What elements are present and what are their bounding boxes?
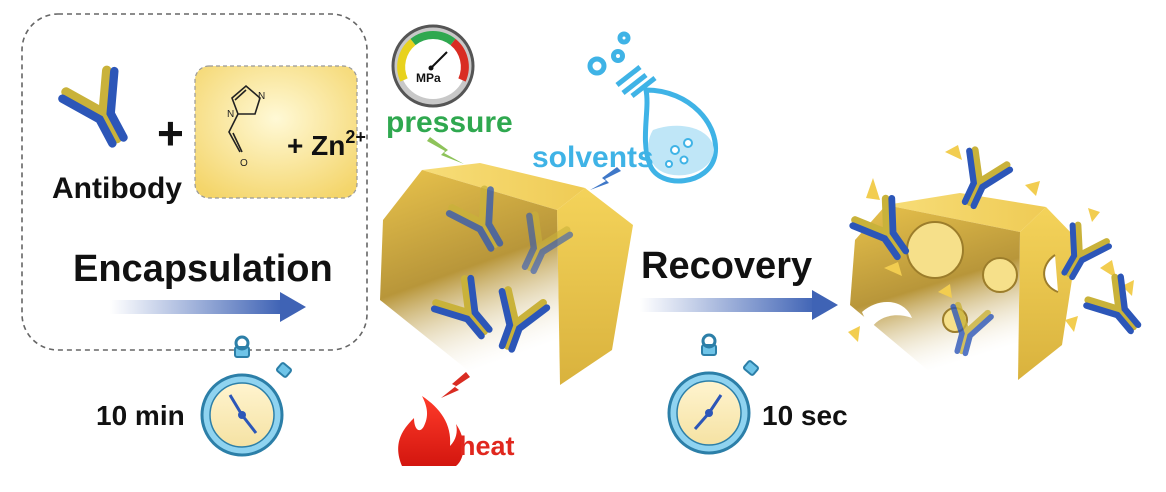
recovery-time-label: 10 sec xyxy=(762,400,848,431)
stopwatch-encapsulation-icon xyxy=(200,335,292,457)
encapsulation-label: Encapsulation xyxy=(73,248,333,290)
pressure-lightning-icon xyxy=(427,137,464,164)
stopwatch-recovery-icon xyxy=(667,333,759,455)
flask-bubbles xyxy=(665,138,693,168)
zinc-charge: 2+ xyxy=(345,127,366,147)
crystal-fragments xyxy=(848,145,1134,342)
zinc-ion-label: + Zn2+ xyxy=(287,128,366,161)
mpa-label: MPa xyxy=(416,71,441,85)
solvent-lightning-icon xyxy=(590,167,621,190)
released-antibody-4 xyxy=(1084,274,1151,342)
solvents-label: solvents xyxy=(532,141,654,174)
heat-flame-icon xyxy=(398,396,464,466)
recovery-label: Recovery xyxy=(641,245,813,287)
atom-n1: N xyxy=(227,109,234,120)
heat-lightning-icon xyxy=(441,372,470,398)
encapsulation-time-label: 10 min xyxy=(96,400,185,431)
flask-liquid xyxy=(648,125,714,176)
encapsulation-panel xyxy=(21,13,368,351)
atom-n2: N xyxy=(258,91,265,102)
encapsulation-arrow xyxy=(110,292,306,322)
plus-sign: + xyxy=(157,107,184,159)
recovery-arrow xyxy=(640,290,838,320)
atom-o: O xyxy=(240,158,248,169)
antibody-label: Antibody xyxy=(52,172,182,205)
zinc-prefix: + Zn xyxy=(287,130,346,161)
mof-crystal-center xyxy=(380,163,633,385)
heat-label: heat xyxy=(459,431,515,461)
imidazole-aldehyde-structure xyxy=(228,84,261,153)
antibody-icon xyxy=(60,67,143,154)
pressure-label: pressure xyxy=(386,106,513,139)
pressure-gauge-icon xyxy=(391,24,475,108)
